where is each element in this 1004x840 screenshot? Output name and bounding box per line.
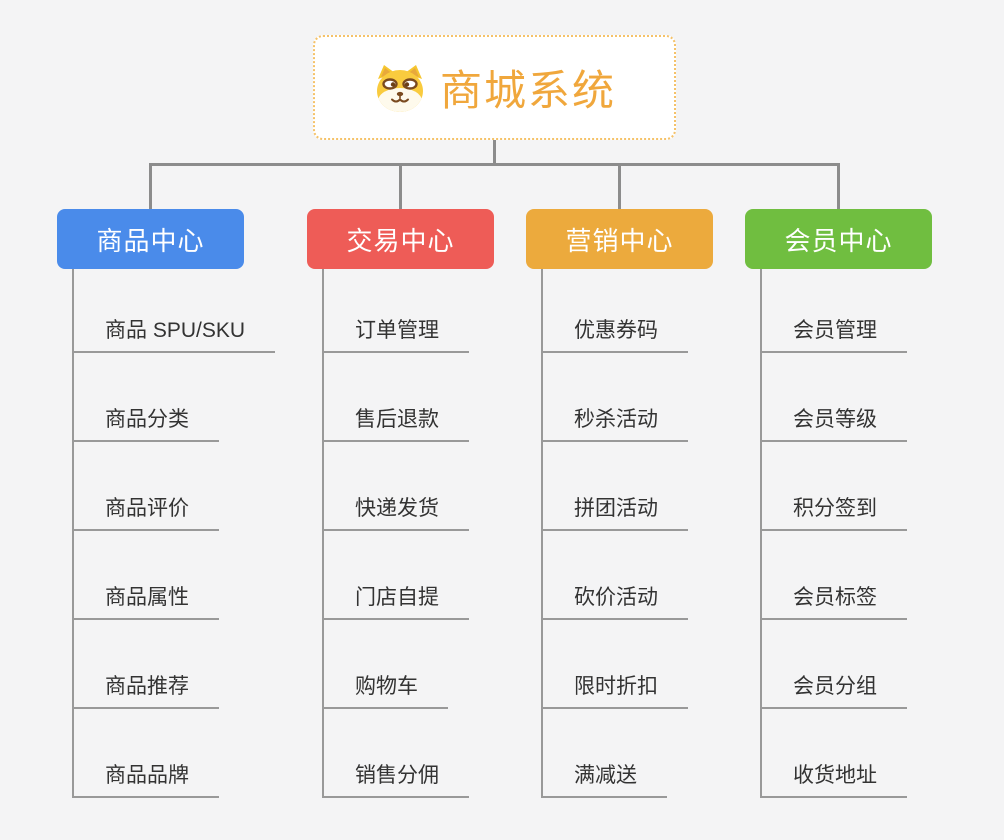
mindmap-item[interactable]: 收货地址 (762, 709, 907, 798)
mindmap-item[interactable]: 订单管理 (324, 269, 469, 353)
item-label: 商品分类 (105, 408, 189, 431)
mindmap-item[interactable]: 拼团活动 (543, 442, 688, 531)
mindmap-item[interactable]: 销售分佣 (324, 709, 469, 798)
mindmap-item[interactable]: 优惠券码 (543, 269, 688, 353)
mindmap-item[interactable]: 会员分组 (762, 620, 907, 709)
branch-header-trade-center[interactable]: 交易中心 (307, 209, 494, 269)
item-label: 砍价活动 (574, 586, 658, 609)
item-label: 订单管理 (355, 319, 439, 342)
mindmap-item[interactable]: 会员管理 (762, 269, 907, 353)
item-label: 满减送 (574, 764, 637, 787)
mindmap-item[interactable]: 砍价活动 (543, 531, 688, 620)
branch-items-trade-center: 订单管理 售后退款 快递发货 门店自提 购物车 销售分佣 (322, 269, 469, 798)
mindmap-item[interactable]: 秒杀活动 (543, 353, 688, 442)
mindmap-item[interactable]: 购物车 (324, 620, 448, 709)
item-label: 销售分佣 (355, 764, 439, 787)
mindmap-item[interactable]: 会员标签 (762, 531, 907, 620)
branch-items-product-center: 商品 SPU/SKU 商品分类 商品评价 商品属性 商品推荐 商品品牌 (72, 269, 276, 798)
mindmap-item[interactable]: 会员等级 (762, 353, 907, 442)
item-label: 商品品牌 (105, 764, 189, 787)
item-label: 快递发货 (355, 497, 439, 520)
item-label: 商品推荐 (105, 675, 189, 698)
branch-header-marketing-center[interactable]: 营销中心 (526, 209, 713, 269)
mindmap-item[interactable]: 商品评价 (74, 442, 219, 531)
item-label: 秒杀活动 (574, 408, 658, 431)
item-label: 收货地址 (793, 764, 877, 787)
connector-drop-trade-center (399, 166, 402, 209)
branch-label: 会员中心 (784, 225, 893, 256)
mindmap-item[interactable]: 限时折扣 (543, 620, 688, 709)
item-label: 购物车 (355, 675, 418, 698)
item-label: 商品属性 (105, 586, 189, 609)
root-title: 商城系统 (439, 67, 616, 114)
connector-drop-product-center (149, 166, 152, 209)
mindmap-item[interactable]: 满减送 (543, 709, 667, 798)
branch-header-product-center[interactable]: 商品中心 (57, 209, 244, 269)
item-label: 优惠券码 (574, 319, 658, 342)
branch-header-member-center[interactable]: 会员中心 (745, 209, 932, 269)
item-label: 会员等级 (793, 408, 877, 431)
mindmap-item[interactable]: 商品属性 (74, 531, 219, 620)
item-label: 拼团活动 (574, 497, 658, 520)
branch-items-member-center: 会员管理 会员等级 积分签到 会员标签 会员分组 收货地址 (760, 269, 907, 798)
item-label: 商品 SPU/SKU (105, 319, 246, 342)
mindmap-item[interactable]: 积分签到 (762, 442, 907, 531)
mindmap-item[interactable]: 门店自提 (324, 531, 469, 620)
connector-bus (149, 163, 840, 166)
connector-drop-marketing-center (618, 166, 621, 209)
item-label: 限时折扣 (574, 675, 658, 698)
mindmap-item[interactable]: 商品品牌 (74, 709, 219, 798)
item-label: 商品评价 (105, 497, 189, 520)
branch-items-marketing-center: 优惠券码 秒杀活动 拼团活动 砍价活动 限时折扣 满减送 (541, 269, 688, 798)
mindmap-item[interactable]: 商品 SPU/SKU (74, 269, 276, 353)
mindmap-item[interactable]: 售后退款 (324, 353, 469, 442)
mindmap-item[interactable]: 商品推荐 (74, 620, 219, 709)
branch-label: 交易中心 (346, 225, 455, 256)
mindmap-item[interactable]: 快递发货 (324, 442, 469, 531)
branch-label: 商品中心 (96, 225, 205, 256)
doge-icon (376, 64, 423, 112)
item-label: 售后退款 (355, 408, 439, 431)
mindmap-item[interactable]: 商品分类 (74, 353, 219, 442)
item-label: 门店自提 (355, 586, 439, 609)
item-label: 会员管理 (793, 319, 877, 342)
item-label: 会员分组 (793, 675, 877, 698)
connector-root-stub (493, 140, 496, 164)
connector-drop-member-center (837, 166, 840, 209)
root-node[interactable]: 商城系统 (313, 35, 676, 140)
item-label: 积分签到 (793, 497, 877, 520)
branch-label: 营销中心 (565, 225, 674, 256)
item-label: 会员标签 (793, 586, 877, 609)
